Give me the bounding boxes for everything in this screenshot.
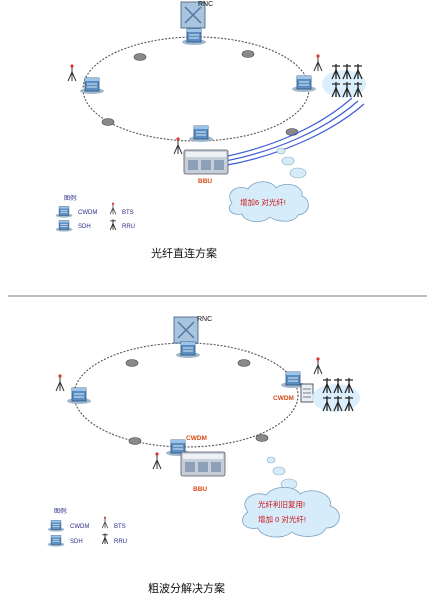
cwdm-label-right: CWDM [273,395,294,402]
legend-cwdm: CWDM [70,524,89,530]
direct-fiber-links [217,97,365,167]
bts-icon [67,63,77,82]
sdh-node-right [291,75,317,93]
bbu-node: BBU [180,451,226,493]
legend-bts: BTS [114,524,126,530]
legend: 图例: CWDM SDH BTS RRU [47,507,127,547]
rnc-label: RNC [197,316,212,323]
legend-title: 图例: [64,194,78,202]
splice-node [125,359,139,367]
rru-icon [101,532,109,545]
bts-icon [109,202,117,215]
bts-icon [313,356,323,375]
callout-cloud: 光纤利旧复用! 增加 0 对光纤! [242,486,340,538]
splice-node [255,434,269,442]
legend-title: 图例: [54,507,68,515]
callout-cloud: 增加6 对光纤! [228,181,309,223]
legend-sdh: SDH [70,539,83,545]
rnc-node: RNC [180,1,213,46]
rnc-label: RNC [198,1,213,8]
cwdm-icon [55,206,73,218]
bbu-label: BBU [198,178,212,185]
splice-node [128,437,142,445]
splice-node [237,359,251,367]
legend-rru: RRU [114,539,127,545]
bts-icon [313,53,323,72]
splice-node [241,50,255,58]
legend-cwdm: CWDM [78,210,97,216]
splice-node [101,118,115,126]
legend: 图例: CWDM SDH BTS RRU [55,194,135,232]
legend-bts: BTS [122,210,134,216]
sdh-icon [47,535,65,547]
cloud-text-line: 光纤利旧复用! [258,499,305,509]
sdh-node-bottom [188,125,214,143]
cloud-text-line: 增加 0 对光纤! [258,514,306,524]
legend-rru: RRU [122,224,135,230]
rru-icon [109,218,117,231]
cwdm-mux-right [300,383,314,403]
diagram-direct-fiber: RNC BBU [55,1,366,260]
splice-node [133,53,147,61]
sdh-node-left [66,387,92,405]
caption: 光纤直连方案 [151,246,217,260]
cwdm-icon [47,520,65,532]
caption: 粗波分解决方案 [148,581,225,595]
splice-node [285,128,299,136]
bts-icon [101,516,109,529]
rnc-node: RNC [173,316,212,359]
bts-icon [55,373,65,392]
bts-icon [152,451,162,470]
cloud-text-line: 增加6 对光纤! [240,197,286,207]
bbu-node: BBU [183,149,229,185]
cwdm-label-bottom: CWDM [186,435,207,442]
diagram-cwdm: RNC CWDM CWDM BB [47,316,360,595]
fiber-ring [73,342,299,448]
fiber-ring [82,36,310,142]
sdh-icon [55,220,73,232]
bbu-label: BBU [193,486,207,493]
legend-sdh: SDH [78,224,91,230]
